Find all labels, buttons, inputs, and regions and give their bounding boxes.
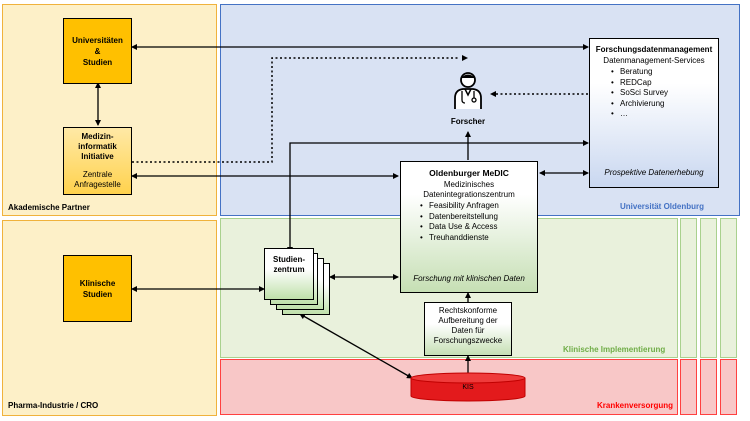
fdm-item: Beratung [611,67,718,78]
medic-item: Data Use & Access [420,222,537,233]
medic-item: Datenbereitstellung [420,212,537,223]
legal-processing-box: Rechtskonforme Aufbereitung der Daten fü… [424,302,512,356]
stripe-green [680,218,697,358]
label-pharma: Pharma-Industrie / CRO [8,401,99,410]
fdm-item: Archivierung [611,99,718,110]
stripe-red [680,359,697,415]
stripe-green [700,218,717,358]
doctor-icon [452,70,484,110]
clinical-trials-box: Klinische Studien [63,255,132,322]
fdm-subtitle: Datenmanagement-Services [603,56,705,65]
edge-mii-researcher-dotted [132,57,460,163]
mii-subtitle: Zentrale Anfragestelle [74,170,121,189]
medic-list: Feasibility Anfragen Datenbereitstellung… [401,201,537,243]
kis-database [410,372,526,402]
mii-box: Medizin- informatik Initiative Zentrale … [63,127,132,195]
label-university: Universität Oldenburg [620,202,705,211]
researcher-label: Forscher [450,117,486,126]
medic-item: Treuhanddienste [420,233,537,244]
kis-label: KIS [462,384,474,391]
studycenter-box: Studien- zentrum [264,248,314,300]
edge-kis-studycenter [299,313,413,379]
universities-box: Universitäten & Studien [63,18,132,84]
label-academic-partners: Akademische Partner [8,203,90,212]
fdm-list: Beratung REDCap SoSci Survey Archivierun… [590,67,718,120]
label-patient-care: Krankenversorgung [597,401,674,410]
mii-title: Medizin- informatik Initiative [78,132,117,161]
medic-subtitle: Medizinisches Datenintegrationszentrum [423,180,515,199]
medic-box: Oldenburger MeDIC Medizinisches Datenint… [400,161,538,293]
fdm-title: Forschungsdatenmanagement [595,45,713,54]
fdm-footer: Prospektive Datenerhebung [604,168,704,177]
edge-studycenter-fdm [287,140,589,253]
stripe-green [720,218,737,358]
stripe-red [700,359,717,415]
stripe-red [720,359,737,415]
medic-footer: Forschung mit klinischen Daten [413,274,525,283]
fdm-item: SoSci Survey [611,88,718,99]
medic-item: Feasibility Anfragen [420,201,537,212]
medic-title: Oldenburger MeDIC [429,168,509,178]
label-clinical-implementation: Klinische Implementierung [563,345,666,354]
fdm-box: Forschungsdatenmanagement Datenmanagemen… [589,38,719,188]
fdm-item: REDCap [611,78,718,89]
fdm-item: … [611,109,718,120]
